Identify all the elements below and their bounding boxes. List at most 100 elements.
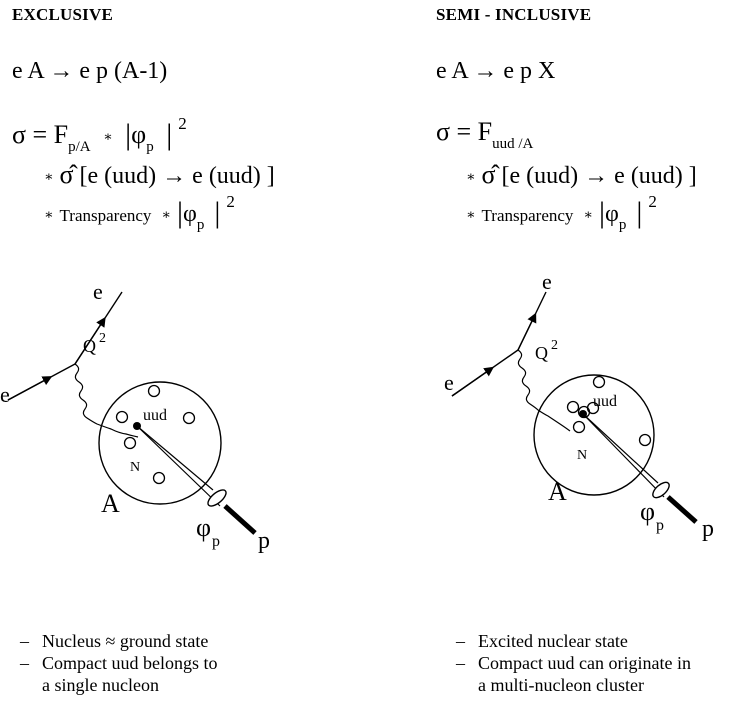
f-subscript: p/A: [68, 139, 91, 155]
f-subscript: uud /A: [492, 136, 534, 152]
nucleon-label: N: [577, 448, 587, 463]
multiply-star: ∗: [583, 208, 593, 223]
cone-edge: [582, 413, 659, 484]
outgoing-electron-label: e: [93, 279, 103, 304]
abs-bar-close: |: [214, 196, 221, 229]
square-exponent: 2: [648, 192, 657, 211]
nucleon: [182, 411, 196, 425]
hard-process: [e (uud) → e (uud) ]: [501, 163, 697, 189]
q-exponent: 2: [551, 338, 558, 353]
reaction-equation: e A → e p (A-1): [12, 58, 168, 84]
list-item: –Compact uud belongs to: [20, 653, 218, 673]
panel-heading: SEMI - INCLUSIVE: [436, 5, 592, 24]
phi-subscript: p: [212, 533, 220, 550]
abs-bar-open: |: [176, 196, 183, 229]
notes-list: –Excited nuclear state –Compact uud can …: [456, 630, 691, 696]
list-item: –Excited nuclear state: [456, 631, 628, 651]
nucleon: [586, 401, 600, 415]
transparency-label: Transparency: [59, 206, 152, 225]
nucleon: [638, 433, 652, 447]
outgoing-electron-label: e: [542, 269, 552, 294]
sigma-equals: σ = F: [12, 120, 69, 149]
incoming-electron-arrow: [7, 376, 53, 401]
abs-bar-close: |: [636, 196, 643, 229]
reaction-equation: e A → e p X: [436, 58, 556, 84]
nucleus-circle: [533, 374, 655, 496]
q-label: Q: [535, 343, 548, 363]
list-item: a single nucleon: [42, 675, 159, 695]
incoming-electron-arrow: [451, 366, 495, 397]
list-item: –Nucleus ≈ ground state: [20, 631, 209, 651]
nucleon: [115, 410, 129, 424]
incoming-electron-label: e: [444, 370, 454, 395]
sigma-hat: σ̂: [481, 160, 496, 189]
transparency-label: Transparency: [481, 206, 574, 225]
list-item: a multi-nucleon cluster: [478, 675, 644, 695]
phi-label: φ: [640, 497, 655, 526]
panel-heading: EXCLUSIVE: [12, 5, 113, 24]
nucleus-label: A: [548, 477, 567, 506]
abs-bar-open: |: [598, 196, 605, 229]
phi-symbol: φ: [131, 120, 147, 149]
semi-inclusive-diagram: e e Q 2 uud N A φ p p: [444, 269, 714, 542]
nucleus-circle: [98, 381, 222, 505]
phi-subscript: p: [146, 139, 154, 155]
incoming-electron-label: e: [0, 382, 10, 407]
proton-label: p: [702, 516, 714, 542]
uud-label: uud: [143, 407, 167, 424]
multiply-star: ∗: [44, 208, 54, 223]
uud-label: uud: [593, 393, 617, 410]
list-item: –Compact uud can originate in: [456, 653, 691, 673]
cone-edge: [136, 425, 214, 491]
virtual-photon: [517, 349, 571, 432]
proton-ellipse: [207, 489, 227, 507]
nucleon: [123, 436, 137, 450]
hard-scattering-term: ∗ σ̂ [e (uud) → e (uud) ]: [460, 160, 697, 190]
nucleon: [572, 420, 586, 434]
hard-scattering-term: ∗ σ̂ [e (uud) → e (uud) ]: [38, 160, 275, 190]
phi-subscript: p: [618, 217, 627, 233]
nucleon: [592, 375, 606, 389]
phi-symbol: φ: [182, 201, 197, 227]
notes-list: –Nucleus ≈ ground state –Compact uud bel…: [20, 630, 217, 696]
q-exponent: 2: [99, 331, 106, 346]
cross-section-formula: σ = Fp/A ∗ |φp |2: [12, 114, 187, 155]
abs-bar-open: |: [125, 118, 132, 151]
nucleon: [566, 400, 580, 414]
transparency-term: ∗Transparency ∗|φp |2: [460, 192, 657, 233]
multiply-star: ∗: [103, 130, 113, 145]
outgoing-electron-arrow: [74, 316, 106, 365]
multiply-star: ∗: [466, 208, 476, 223]
outgoing-proton: [666, 495, 698, 524]
nucleon: [147, 384, 161, 398]
outgoing-proton: [223, 504, 257, 535]
hard-process: [e (uud) → e (uud) ]: [79, 163, 275, 189]
sigma-equals: σ = F: [436, 117, 493, 146]
exclusive-panel: EXCLUSIVE e A → e p (A-1) σ = Fp/A ∗ |φp…: [0, 5, 275, 696]
phi-subscript: p: [656, 517, 664, 534]
square-exponent: 2: [226, 192, 235, 211]
transparency-term: ∗Transparency ∗|φp |2: [38, 192, 235, 233]
q-label: Q: [83, 336, 96, 356]
proton-ellipse: [652, 481, 670, 499]
sigma-hat: σ̂: [59, 160, 74, 189]
multiply-star: ∗: [466, 170, 476, 185]
phi-symbol: φ: [604, 201, 619, 227]
abs-bar-close: |: [166, 118, 173, 151]
virtual-photon: [74, 363, 139, 438]
phi-label: φ: [196, 513, 211, 542]
outgoing-electron-arrow: [517, 312, 537, 351]
semi-inclusive-panel: SEMI - INCLUSIVE e A → e p X σ = Fuud /A…: [368, 0, 736, 707]
phi-subscript: p: [196, 217, 205, 233]
cross-section-formula: σ = Fuud /A: [436, 117, 533, 152]
cone-edge: [136, 425, 221, 507]
multiply-star: ∗: [161, 208, 171, 223]
cone-edge: [582, 413, 665, 498]
nucleus-label: A: [101, 489, 120, 518]
square-exponent: 2: [178, 114, 187, 133]
exclusive-diagram: e e Q 2 uud N A φ p p: [0, 279, 270, 554]
proton-label: p: [258, 528, 270, 554]
nucleon-label: N: [130, 460, 140, 475]
multiply-star: ∗: [44, 170, 54, 185]
nucleon: [152, 471, 166, 485]
